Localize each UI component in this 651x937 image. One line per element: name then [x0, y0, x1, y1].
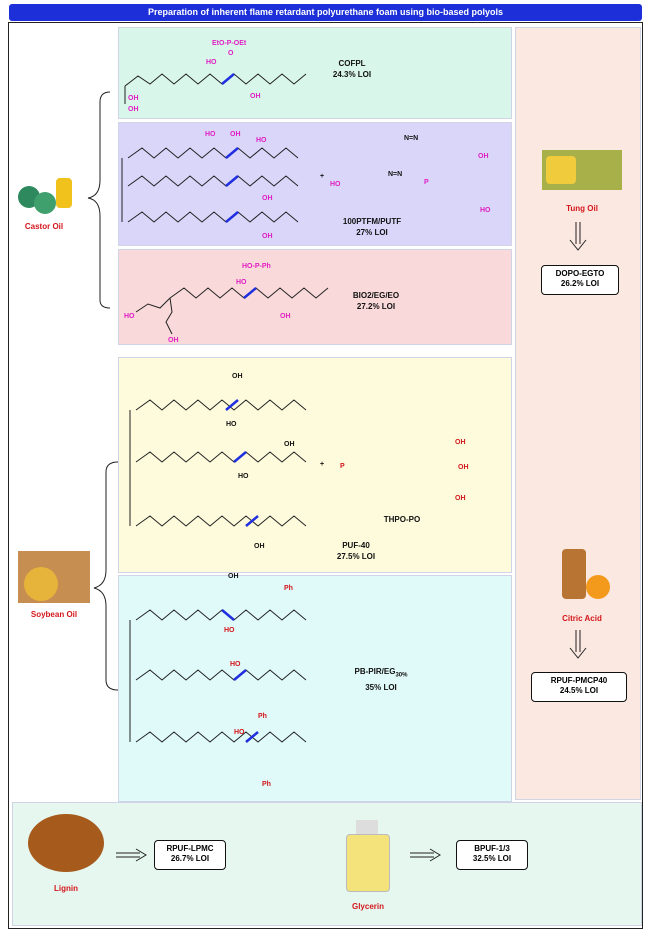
svg-text:HO: HO	[238, 473, 249, 480]
bpuf-loi: 32.5% LOI	[472, 854, 512, 863]
svg-text:OH: OH	[262, 233, 273, 240]
svg-text:OH: OH	[262, 195, 273, 202]
svg-text:P: P	[340, 463, 345, 470]
castor-oil-image	[14, 172, 78, 218]
rpufpmcp-loi: 24.5% LOI	[559, 686, 599, 695]
box-rpuf-lpmc: RPUF-LPMC 26.7% LOI	[154, 840, 226, 870]
glycerin-label: Glycerin	[351, 902, 384, 911]
thpo-name: THPO-PO	[383, 515, 421, 524]
label-thpo: THPO-PO	[372, 514, 432, 525]
svg-text:HO: HO	[124, 313, 135, 320]
box-dopo-egto: DOPO-EGTO 26.2% LOI	[541, 265, 619, 295]
svg-text:HO: HO	[206, 59, 217, 66]
bio2-name: BIO2/EG/EO	[352, 291, 400, 300]
svg-text:O: O	[228, 50, 234, 57]
panel-pbpir	[118, 575, 512, 802]
svg-text:OH: OH	[455, 439, 466, 446]
svg-text:OH: OH	[232, 373, 243, 380]
soybean-oil-image	[18, 551, 90, 603]
puf40-loi: 27.5% LOI	[336, 552, 376, 561]
svg-text:HO: HO	[236, 279, 247, 286]
panel-cofpl	[118, 27, 512, 119]
svg-text:OH: OH	[168, 337, 179, 344]
svg-text:Ph: Ph	[262, 781, 271, 788]
svg-text:OH: OH	[250, 93, 261, 100]
svg-text:OH: OH	[128, 95, 139, 102]
svg-text:N=N: N=N	[404, 135, 418, 142]
label-bio2: BIO2/EG/EO 27.2% LOI	[336, 290, 416, 312]
box-rpuf-pmcp40: RPUF-PMCP40 24.5% LOI	[531, 672, 627, 702]
svg-text:OH: OH	[284, 441, 295, 448]
svg-text:HO: HO	[226, 421, 237, 428]
svg-text:HO: HO	[230, 661, 241, 668]
svg-text:HO-P-Ph: HO-P-Ph	[242, 263, 271, 270]
glycerin-image	[332, 816, 404, 896]
rpuflpmc-loi: 26.7% LOI	[170, 854, 210, 863]
bio2-loi: 27.2% LOI	[356, 302, 396, 311]
pbpir-loi: 35% LOI	[365, 682, 397, 692]
svg-text:EtO-P-OEt: EtO-P-OEt	[212, 40, 247, 47]
ptfm-loi: 27% LOI	[356, 228, 388, 237]
svg-text:OH: OH	[128, 106, 139, 113]
svg-text:Ph: Ph	[258, 713, 267, 720]
label-ptfm: 100PTFM/PUTF 27% LOI	[332, 216, 412, 238]
svg-text:OH: OH	[478, 153, 489, 160]
figure-frame	[8, 22, 643, 929]
svg-text:OH: OH	[280, 313, 291, 320]
svg-text:HO: HO	[256, 137, 267, 144]
bpuf-name: BPUF-1/3	[474, 844, 510, 853]
svg-text:HO: HO	[480, 207, 491, 214]
panel-puf40	[118, 357, 512, 573]
castor-oil-label: Castor Oil	[24, 222, 64, 231]
svg-text:HO: HO	[330, 181, 341, 188]
label-cofpl: COFPL 24.3% LOI	[322, 58, 382, 80]
pbpir-name: PB-PIR/EG30%	[354, 667, 408, 679]
figure-title: Preparation of inherent flame retardant …	[9, 4, 642, 21]
svg-text:OH: OH	[458, 464, 469, 471]
citric-acid-image	[552, 545, 614, 607]
svg-text:HO: HO	[205, 131, 216, 138]
svg-text:OH: OH	[254, 543, 265, 550]
label-pbpir: PB-PIR/EG30% 35% LOI	[336, 666, 426, 693]
svg-text:P: P	[424, 179, 429, 186]
svg-text:+: +	[320, 173, 324, 180]
puf40-name: PUF-40	[342, 541, 370, 550]
svg-text:N=N: N=N	[388, 171, 402, 178]
rpuflpmc-name: RPUF-LPMC	[166, 844, 214, 853]
soybean-oil-label: Soybean Oil	[30, 610, 78, 619]
panel-ptfm	[118, 122, 512, 246]
lignin-image	[28, 814, 104, 872]
panel-bottom	[12, 802, 642, 926]
svg-text:OH: OH	[228, 573, 239, 580]
box-bpuf: BPUF-1/3 32.5% LOI	[456, 840, 528, 870]
svg-text:HO: HO	[234, 729, 245, 736]
cofpl-name: COFPL	[338, 59, 366, 68]
dopo-loi: 26.2% LOI	[560, 279, 600, 288]
ptfm-name: 100PTFM/PUTF	[342, 217, 402, 226]
dopo-name: DOPO-EGTO	[555, 269, 605, 278]
tung-oil-image	[542, 150, 622, 190]
svg-text:HO: HO	[224, 627, 235, 634]
label-puf40: PUF-40 27.5% LOI	[326, 540, 386, 562]
cofpl-loi: 24.3% LOI	[332, 70, 372, 79]
tung-oil-label: Tung Oil	[566, 204, 598, 213]
svg-text:OH: OH	[455, 495, 466, 502]
lignin-label: Lignin	[54, 884, 78, 893]
svg-text:+: +	[320, 461, 324, 468]
svg-text:OH: OH	[230, 131, 241, 138]
rpufpmcp-name: RPUF-PMCP40	[550, 676, 608, 685]
citric-acid-label: Citric Acid	[562, 614, 602, 623]
svg-text:Ph: Ph	[284, 585, 293, 592]
